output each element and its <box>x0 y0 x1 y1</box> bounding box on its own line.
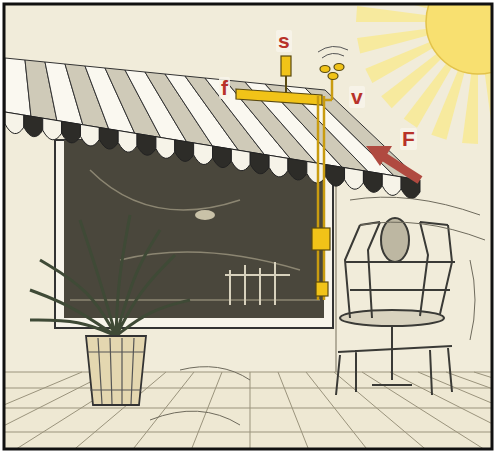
motion-arcs <box>318 46 348 58</box>
rod <box>317 96 320 300</box>
awning-valance <box>5 112 24 134</box>
wind-stroke <box>150 197 485 425</box>
anemometer-cup <box>334 64 344 71</box>
tile-line <box>250 372 251 448</box>
anemometer-arm <box>324 99 332 102</box>
shop-window <box>55 140 333 328</box>
awning-valance <box>137 134 156 156</box>
arrow-shaft <box>384 157 420 180</box>
arrow-head <box>366 146 392 166</box>
awning-valance <box>326 165 345 187</box>
tile-line <box>362 372 490 448</box>
wall-ground <box>5 5 491 448</box>
tile-line <box>278 372 310 448</box>
scene <box>5 5 491 448</box>
part-label: v <box>349 86 365 108</box>
plant-leaves <box>30 215 190 336</box>
awning-valance <box>213 146 232 168</box>
awning-valance <box>288 158 307 180</box>
interior-detail <box>195 210 215 220</box>
plant-pot <box>86 336 146 405</box>
floor <box>5 372 491 448</box>
tile-line <box>390 372 491 448</box>
awning-valance <box>269 155 288 177</box>
part-label: s <box>276 30 292 52</box>
wind-lines <box>150 197 485 425</box>
awning-valance <box>80 124 99 146</box>
table-leg <box>372 326 412 385</box>
chair-back <box>336 346 452 395</box>
awning <box>5 58 420 199</box>
chair-seat <box>381 218 409 262</box>
sensor-stem <box>285 76 287 93</box>
control-box <box>316 282 328 296</box>
tile-line <box>5 372 82 448</box>
tile-line <box>5 432 491 433</box>
awning-valance <box>175 140 194 162</box>
frame-border <box>4 4 492 449</box>
awning-valance <box>62 121 81 143</box>
part-label: f <box>219 77 230 99</box>
sensor-system <box>236 46 348 300</box>
table-top <box>340 310 444 326</box>
awning-valance <box>194 143 213 165</box>
sun-disc <box>426 5 491 74</box>
awning-valance <box>118 131 137 153</box>
awning-valance <box>43 118 62 140</box>
tile-line <box>334 372 430 448</box>
plant <box>30 215 190 405</box>
force-arrow <box>366 146 420 180</box>
rod <box>323 96 326 300</box>
anemometer-cup <box>328 73 338 80</box>
window-reflection <box>70 170 320 300</box>
anemometer-cup <box>320 66 330 73</box>
awning-valance <box>24 115 43 137</box>
sun <box>356 5 491 144</box>
control-box <box>312 228 330 250</box>
sensor-s <box>281 56 291 76</box>
awning-valance <box>99 127 118 149</box>
window-frame <box>55 140 333 328</box>
awning-valance <box>250 152 269 174</box>
part-label: F <box>400 128 417 150</box>
awning-valance <box>156 137 175 159</box>
tile-line <box>418 372 491 448</box>
floor-tiles <box>5 372 491 448</box>
tile-line <box>446 372 491 448</box>
tile-line <box>190 372 222 448</box>
awning-valance <box>345 168 364 190</box>
awning-valance <box>231 149 250 171</box>
bar-f <box>236 89 322 105</box>
stacked-chairs <box>336 218 455 395</box>
interior-chairs <box>225 262 290 305</box>
tile-line <box>474 372 491 448</box>
awning-valance <box>363 171 382 193</box>
pot-slats <box>88 338 144 404</box>
awning-valance <box>382 174 401 196</box>
